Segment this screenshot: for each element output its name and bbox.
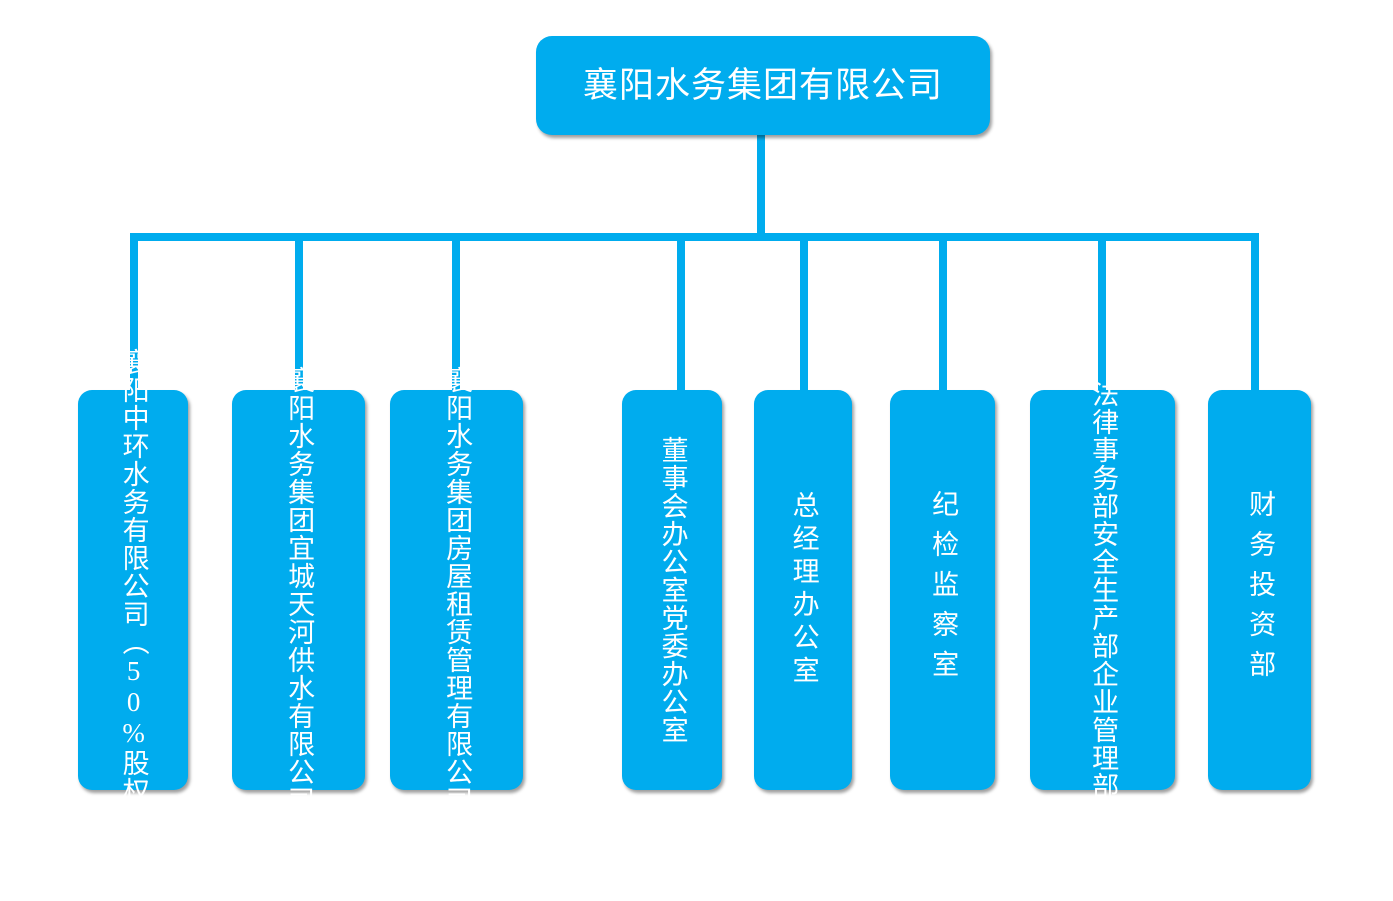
node-child-general-manager-office[interactable]: 总经理办公室 [754, 390, 852, 790]
node-label-col-2: （50%股权） [118, 627, 149, 833]
node-label-stack: 总经理办公室 [788, 491, 819, 689]
node-label-col-3: 企业管理部 [1088, 660, 1119, 800]
node-label-col-1: 襄阳中环水务有限公司 [118, 347, 149, 628]
node-label-stack: 襄阳中环水务有限公司 （50%股权） [118, 348, 149, 833]
connector-drop-6 [939, 233, 947, 390]
node-label-col-1: 襄阳水务集团宜城天河 [284, 366, 315, 646]
node-child-board-and-party-office[interactable]: 董事会办公室 党委办公室 [622, 390, 722, 790]
connector-drop-2 [295, 233, 303, 390]
connector-horizontal-bus [130, 233, 1259, 241]
node-child-legal-safety-enterprise-depts[interactable]: 法律事务部 安全生产部 企业管理部 [1030, 380, 1175, 800]
node-label-col-2: 党委办公室 [657, 604, 688, 744]
node-label-col-2: 安全生产部 [1088, 520, 1119, 660]
connector-drop-4 [677, 233, 685, 390]
node-label-col-2: 管理有限公司 [442, 646, 473, 814]
node-label-col-1: 董事会办公室 [657, 436, 688, 604]
node-child-zhonghuan-water[interactable]: 襄阳中环水务有限公司 （50%股权） [78, 348, 188, 833]
node-child-yicheng-tianhe-supply[interactable]: 襄阳水务集团宜城天河 供水有限公司 [232, 366, 365, 814]
node-child-discipline-inspection-office[interactable]: 纪检监察室 [890, 390, 995, 790]
node-child-finance-investment-dept[interactable]: 财务投资部 [1208, 390, 1311, 790]
node-label-col-2: 供水有限公司 [284, 646, 315, 814]
node-label-col-1: 襄阳水务集团房屋租赁 [442, 366, 473, 646]
connector-drop-1 [130, 233, 138, 390]
node-label-stack: 董事会办公室 党委办公室 [657, 436, 688, 744]
node-root[interactable]: 襄阳水务集团有限公司 [536, 36, 990, 135]
node-label-col-1: 法律事务部 [1088, 380, 1119, 520]
connector-drop-5 [800, 233, 808, 390]
node-label-stack: 法律事务部 安全生产部 企业管理部 [1088, 380, 1119, 800]
node-label-stack: 财务投资部 [1245, 490, 1276, 690]
connector-root-stem [757, 130, 765, 240]
node-label-col-1: 纪检监察室 [928, 490, 959, 690]
connector-drop-7 [1098, 233, 1106, 390]
connector-drop-8 [1251, 233, 1259, 390]
node-root-label: 襄阳水务集团有限公司 [582, 66, 943, 105]
node-label-col-1: 总经理办公室 [788, 491, 819, 689]
node-label-stack: 襄阳水务集团宜城天河 供水有限公司 [284, 366, 314, 814]
node-label-col-1: 财务投资部 [1245, 490, 1276, 690]
node-label-stack: 纪检监察室 [928, 490, 959, 690]
node-label-stack: 襄阳水务集团房屋租赁 管理有限公司 [442, 366, 472, 814]
connector-drop-3 [452, 233, 460, 390]
node-child-house-lease-management[interactable]: 襄阳水务集团房屋租赁 管理有限公司 [390, 366, 523, 814]
